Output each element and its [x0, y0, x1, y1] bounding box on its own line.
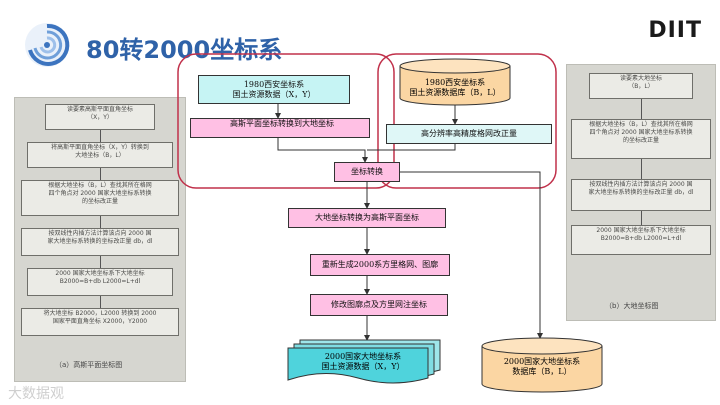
left-group-outline	[177, 53, 395, 189]
output-database-cylinder	[481, 337, 603, 393]
output-document-stack	[287, 339, 441, 384]
right-arrow-1	[641, 99, 642, 119]
right-step-2: 根据大地坐标（B，L）查找其所在格网 四个角点对 2000 国家大地坐标系转换 …	[571, 119, 711, 159]
modify-points-box: 修改图廓点及方里网注坐标	[310, 294, 448, 316]
source-gauss-data-box: 1980西安坐标系 国土资源数据（X，Y）	[198, 75, 350, 104]
left-step-1: 读要素高斯平面直角坐标 （X，Y）	[45, 104, 155, 130]
left-step-3: 根据大地坐标（B，L）查找其所在格网 四个角点对 2000 国家大地坐标系转换 …	[21, 180, 179, 216]
output-gauss-data-label: 2000国家大地坐标系 国土资源数据（X，Y）	[321, 352, 405, 371]
brand-logo: DIIT	[648, 18, 702, 43]
source-database-cylinder	[399, 58, 511, 106]
left-step-4: 按双线性内插方法计算该点向 2000 国 家大地坐标系转换的坐标改正量 db，d…	[21, 228, 179, 256]
right-arrow-3	[641, 211, 642, 225]
grid-correction-box: 高分辨率高精度格网改正量	[386, 124, 552, 144]
left-arrow-4	[100, 256, 101, 268]
left-step-2: 将高斯平面直角坐标（X，Y）转换到 大地坐标（B，L）	[27, 142, 173, 168]
right-figure-caption: （b）大地坐标图	[605, 302, 659, 310]
left-step-6: 将大地坐标 B2000，L2000 转换到 2000 国家平面直角坐标 X200…	[21, 308, 179, 336]
watermark: 大数据观	[8, 386, 64, 402]
right-step-1: 读要素大地坐标 （B，L）	[589, 73, 693, 99]
left-arrow-3	[100, 216, 101, 228]
source-geo-database-label: 1980西安坐标系 国土资源数据库（B，L）	[409, 78, 501, 97]
left-scanned-figure: 读要素高斯平面直角坐标 （X，Y） 将高斯平面直角坐标（X，Y）转换到 大地坐标…	[14, 97, 186, 382]
right-group-outline	[377, 53, 557, 189]
regenerate-grid-box: 重新生成2000系方里格网、图廓	[310, 254, 450, 276]
logo-swirl-icon	[22, 20, 72, 70]
coordinate-transform-box: 坐标转换	[334, 162, 400, 182]
right-step-3: 按双线性内插方法计算该点向 2000 国 家大地坐标系转换的坐标改正量 db，d…	[571, 179, 711, 211]
gauss-to-geo-box: 高斯平面坐标转换到大地坐标	[190, 118, 370, 138]
right-scanned-figure: 读要素大地坐标 （B，L） 根据大地坐标（B，L）查找其所在格网 四个角点对 2…	[566, 64, 716, 321]
geo-to-gauss-box: 大地坐标转换为高斯平面坐标	[288, 208, 446, 228]
left-arrow-2	[100, 168, 101, 180]
right-arrow-2	[641, 159, 642, 179]
left-arrow-1	[100, 130, 101, 142]
left-figure-caption: （a）高斯平面坐标图	[55, 361, 123, 369]
output-geo-database-label: 2000国家大地坐标系 数据库（B，L）	[503, 357, 581, 376]
left-step-5: 2000 国家大地坐标系下大地坐标 B2000=B+db L2000=L+dl	[27, 268, 173, 296]
right-step-4: 2000 国家大地坐标系下大地坐标 B2000=B+db L2000=L+dl	[571, 225, 711, 255]
left-arrow-5	[100, 296, 101, 308]
